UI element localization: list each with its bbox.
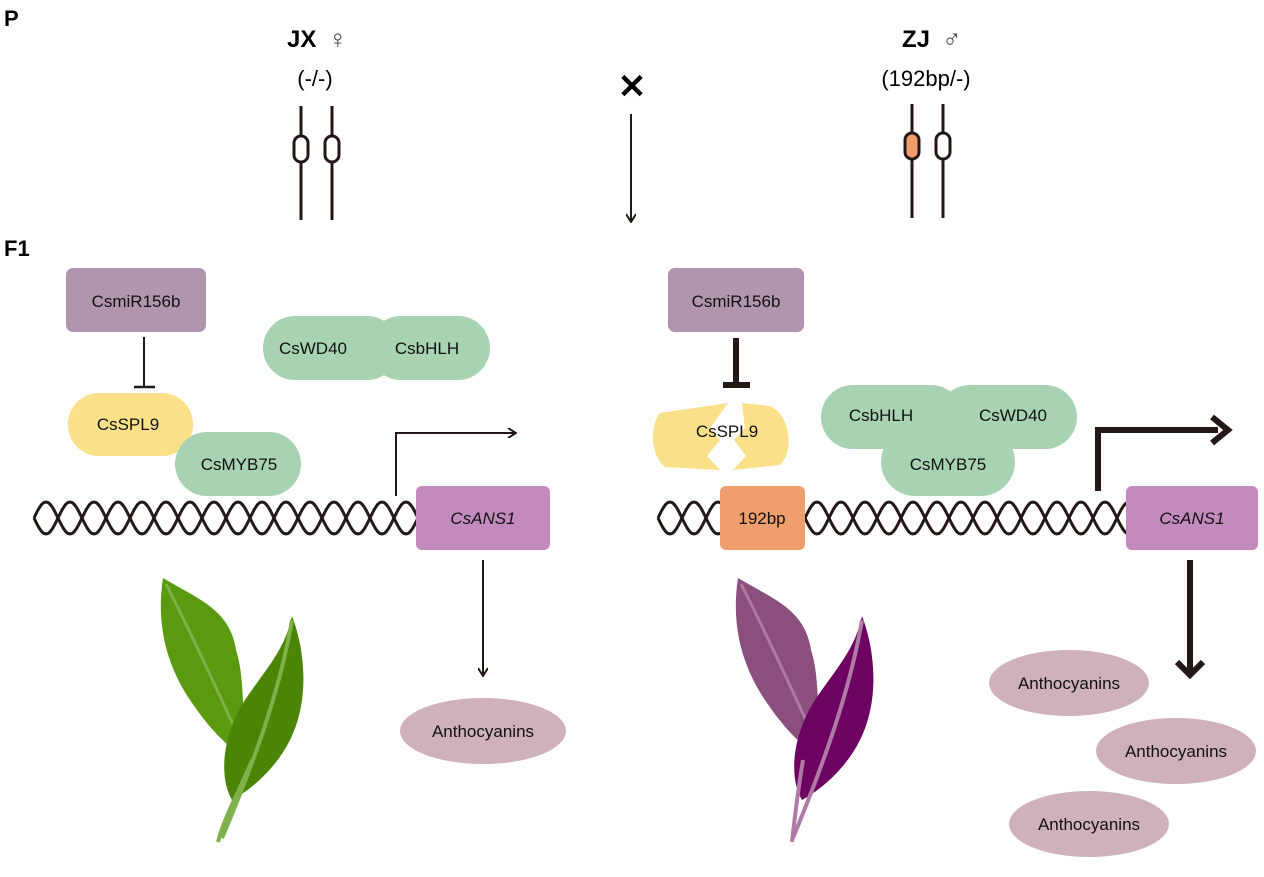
- purple-leaf-icon: [735, 578, 874, 843]
- wd40-pill: [263, 316, 399, 380]
- f1-generation-label: F1: [4, 236, 30, 261]
- female-parent-name: JX: [287, 26, 316, 53]
- bhlh-pill: [369, 316, 490, 380]
- anthocyanins-label: Anthocyanins: [432, 722, 534, 741]
- female-genotype: (-/-): [297, 66, 332, 91]
- myb75-pill: [175, 432, 301, 496]
- anthocyanins-label: Anthocyanins: [1125, 742, 1227, 761]
- bhlh-label: CsbHLH: [849, 406, 913, 425]
- f1-left-panel: CsmiR156b CsWD40 CsbHLH CsSPL9 CsMYB75 C…: [32, 268, 566, 843]
- male-parent: ZJ ♂ (192bp/-): [881, 24, 971, 218]
- male-genotype: (192bp/-): [881, 66, 970, 91]
- dna-strand: [803, 500, 1128, 536]
- chromosome-allele-empty: [292, 134, 310, 164]
- mirna-box: [668, 268, 804, 332]
- spl9-pill: [68, 393, 193, 456]
- dna-strand: [656, 500, 723, 536]
- spl9-label: CsSPL9: [97, 415, 159, 434]
- mirna-label: CsmiR156b: [692, 292, 781, 311]
- mirna-label: CsmiR156b: [92, 292, 181, 311]
- female-symbol-icon: ♀: [328, 24, 348, 54]
- insertion-label: 192bp: [738, 509, 785, 528]
- green-leaf-icon: [160, 578, 304, 843]
- parental-generation-label: P: [4, 6, 19, 31]
- mbw-complex: CsbHLH CsWD40 CsMYB75: [821, 385, 1077, 496]
- transcription-arrow-icon: [1095, 427, 1218, 491]
- gene-box: [1126, 486, 1258, 550]
- dna-strand: [656, 500, 723, 536]
- anthocyanins-ellipse: [989, 650, 1149, 716]
- gene-label: CsANS1: [450, 509, 515, 528]
- anthocyanins-label: Anthocyanins: [1018, 674, 1120, 693]
- myb75-label: CsMYB75: [201, 455, 278, 474]
- insertion-192bp-box: [720, 486, 805, 550]
- anthocyanins-ellipse: [1096, 718, 1256, 784]
- transcription-arrow-icon: [395, 433, 516, 496]
- anthocyanins-ellipse: [1009, 791, 1169, 857]
- mirna-box: [66, 268, 206, 332]
- dna-strand: [32, 500, 420, 536]
- chromosome-allele-empty: [934, 131, 952, 161]
- female-chromosome-pair: [292, 106, 341, 220]
- female-parent: JX ♀ (-/-): [287, 24, 348, 220]
- bhlh-label: CsbHLH: [395, 339, 459, 358]
- wd40-label: CsWD40: [979, 406, 1047, 425]
- male-parent-name: ZJ: [902, 26, 930, 53]
- anthocyanins-ellipse: [400, 698, 566, 764]
- chromosome-allele-192bp: [903, 131, 921, 161]
- dna-helix: [656, 500, 1128, 536]
- gene-label: CsANS1: [1159, 509, 1224, 528]
- gene-box: [416, 486, 550, 550]
- chromosome-allele-empty: [323, 134, 341, 164]
- f1-right-panel: CsmiR156b CsSPL9 CsbHLH CsWD40 CsMYB75 1…: [653, 268, 1258, 857]
- male-chromosome-pair: [903, 104, 952, 218]
- myb75-label: CsMYB75: [910, 455, 987, 474]
- male-symbol-icon: ♂: [942, 24, 962, 54]
- dna-strand: [803, 500, 1128, 536]
- cross-icon: ✕: [618, 68, 647, 106]
- dna-helix: [32, 500, 420, 536]
- anthocyanins-label: Anthocyanins: [1038, 815, 1140, 834]
- wd40-label: CsWD40: [279, 339, 347, 358]
- cleaved-spl9: CsSPL9: [653, 403, 789, 470]
- spl9-label: CsSPL9: [696, 422, 758, 441]
